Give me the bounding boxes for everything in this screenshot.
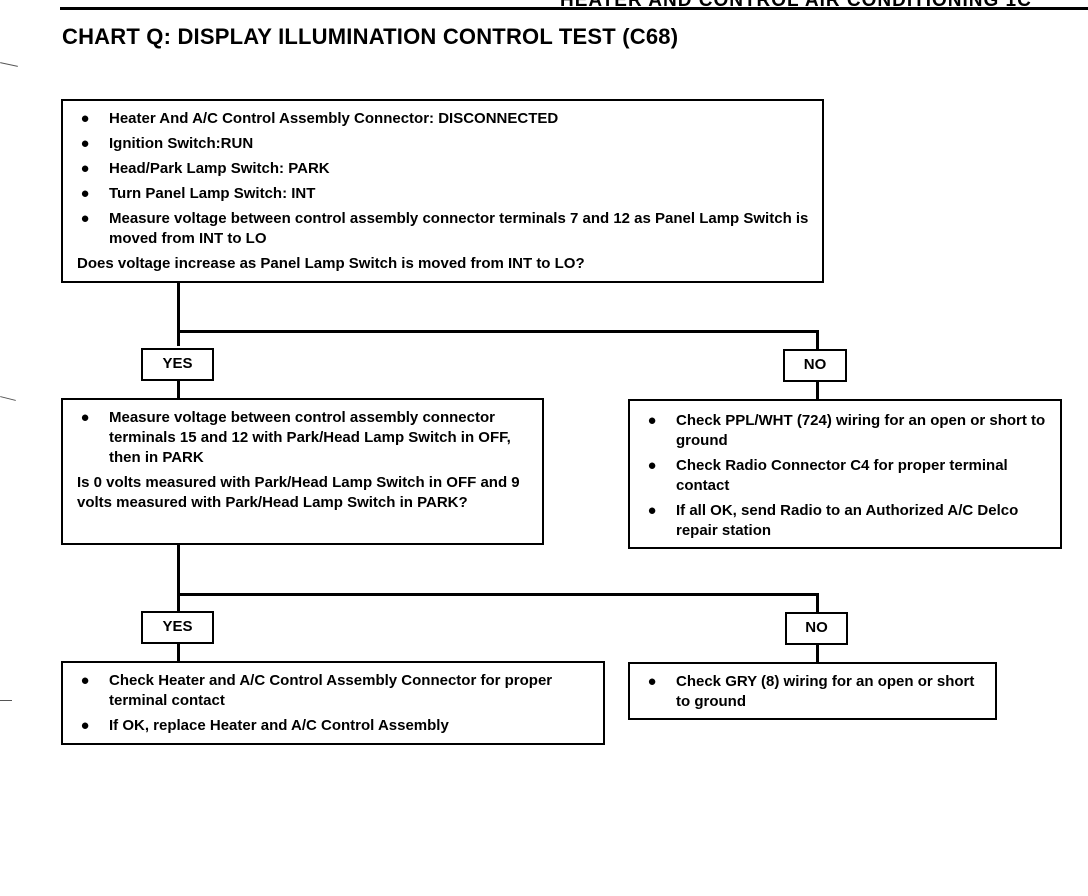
step-box-gry-wiring: ●Check GRY (8) wiring for an open or sho… bbox=[628, 662, 997, 720]
bullet-list: ●Check GRY (8) wiring for an open or sho… bbox=[630, 672, 985, 712]
connector-line bbox=[177, 593, 819, 596]
step-box-voltage-check: ●Measure voltage between control assembl… bbox=[61, 398, 544, 545]
connector-line bbox=[177, 544, 180, 612]
bullet-icon: ● bbox=[80, 672, 90, 689]
bullet-icon: ● bbox=[80, 409, 90, 426]
list-item: ●Head/Park Lamp Switch: PARK bbox=[80, 160, 330, 177]
connector-line bbox=[816, 645, 819, 663]
connector-line bbox=[177, 643, 180, 663]
bullet-list: ●Check Heater and A/C Control Assembly C… bbox=[63, 671, 593, 736]
list-item: ●If all OK, send Radio to an Authorized … bbox=[647, 502, 1019, 539]
bullet-icon: ● bbox=[647, 457, 657, 474]
bullet-icon: ● bbox=[80, 135, 90, 152]
header-running-title: HEATER AND CONTROL AIR CONDITIONING 1C bbox=[560, 0, 1032, 11]
list-item: ●If OK, replace Heater and A/C Control A… bbox=[80, 717, 449, 734]
yes-label: YES bbox=[141, 348, 214, 381]
list-item: ●Measure voltage between control assembl… bbox=[80, 409, 511, 466]
decision-question: Does voltage increase as Panel Lamp Swit… bbox=[77, 255, 585, 272]
bullet-list: ●Check PPL/WHT (724) wiring for an open … bbox=[630, 411, 1050, 541]
connector-line bbox=[816, 380, 819, 400]
step-box-initial-test: ●Heater And A/C Control Assembly Connect… bbox=[61, 99, 824, 283]
bullet-icon: ● bbox=[647, 673, 657, 690]
margin-mark bbox=[0, 62, 18, 67]
header-rule bbox=[60, 7, 1088, 10]
connector-line bbox=[177, 282, 180, 346]
bullet-icon: ● bbox=[647, 412, 657, 429]
list-item: ●Check Heater and A/C Control Assembly C… bbox=[80, 672, 553, 709]
margin-mark bbox=[0, 396, 16, 401]
connector-line bbox=[177, 380, 180, 400]
bullet-icon: ● bbox=[80, 185, 90, 202]
step-box-radio-check: ●Check PPL/WHT (724) wiring for an open … bbox=[628, 399, 1062, 549]
list-item: ●Turn Panel Lamp Switch: INT bbox=[80, 185, 316, 202]
decision-question: Is 0 volts measured with Park/Head Lamp … bbox=[77, 474, 520, 511]
bullet-icon: ● bbox=[80, 160, 90, 177]
connector-line bbox=[816, 330, 819, 350]
no-label: NO bbox=[783, 349, 847, 382]
list-item: ●Check GRY (8) wiring for an open or sho… bbox=[647, 673, 975, 710]
margin-mark bbox=[0, 700, 12, 701]
list-item: ●Heater And A/C Control Assembly Connect… bbox=[80, 110, 559, 127]
list-item: ●Check PPL/WHT (724) wiring for an open … bbox=[647, 412, 1046, 449]
bullet-icon: ● bbox=[80, 110, 90, 127]
connector-line bbox=[177, 330, 819, 333]
bullet-icon: ● bbox=[80, 717, 90, 734]
no-label: NO bbox=[785, 612, 848, 645]
bullet-list: ●Heater And A/C Control Assembly Connect… bbox=[63, 109, 810, 249]
chart-title: CHART Q: DISPLAY ILLUMINATION CONTROL TE… bbox=[62, 24, 679, 49]
yes-label: YES bbox=[141, 611, 214, 644]
bullet-icon: ● bbox=[647, 502, 657, 519]
step-box-replace-control: ●Check Heater and A/C Control Assembly C… bbox=[61, 661, 605, 745]
connector-line bbox=[816, 593, 819, 613]
bullet-icon: ● bbox=[80, 210, 90, 227]
list-item: ●Check Radio Connector C4 for proper ter… bbox=[647, 457, 1008, 494]
list-item: ●Ignition Switch:RUN bbox=[80, 135, 254, 152]
list-item: ●Measure voltage between control assembl… bbox=[80, 210, 809, 247]
bullet-list: ●Measure voltage between control assembl… bbox=[63, 408, 532, 468]
